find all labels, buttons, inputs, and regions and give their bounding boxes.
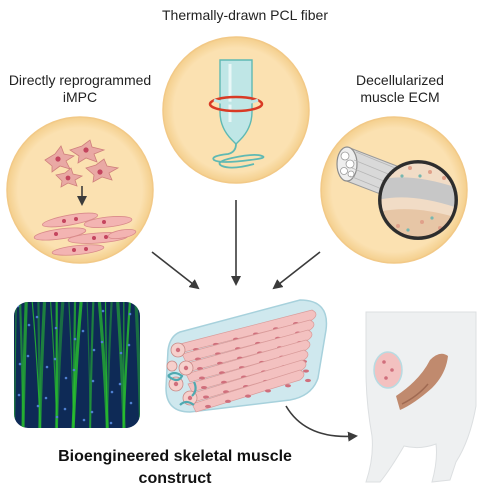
nucleus-dot <box>72 368 76 372</box>
construct-title-line1: Bioengineered skeletal muscle <box>58 448 292 465</box>
nucleus-dot <box>118 382 122 386</box>
ecm-circle <box>320 116 468 264</box>
fluorescence-streak <box>14 302 15 428</box>
pcl-fiber-circle <box>162 36 310 184</box>
fiber-nucleus <box>225 399 231 403</box>
fluorescence-streak <box>104 302 108 428</box>
converging-arrows <box>151 200 321 290</box>
nucleus-dot <box>27 323 31 327</box>
nucleus-dot <box>44 396 48 400</box>
construct-title: Bioengineered skeletal muscle construct <box>30 446 320 490</box>
nucleus-dot <box>55 415 59 419</box>
nucleus-dot <box>63 407 67 411</box>
nucleus-dot <box>17 393 21 397</box>
nucleus-dot <box>101 309 105 313</box>
nucleus-dot <box>53 357 57 361</box>
nucleus-dot <box>119 351 123 355</box>
fluorescence-streak <box>21 302 28 428</box>
nucleus-dot <box>92 348 96 352</box>
muscle-fiber <box>191 369 305 413</box>
arrow-to-implant <box>285 405 358 442</box>
fiber-nucleus <box>305 378 311 383</box>
fiber-nucleus <box>203 395 209 399</box>
impc-label-line1: Directly reprogrammed <box>8 72 152 88</box>
nucleus-dot <box>91 379 95 383</box>
nucleus-dot <box>35 315 39 319</box>
nucleus-dot <box>109 421 113 425</box>
impc-circle <box>6 116 154 264</box>
nucleus-dot <box>16 304 20 308</box>
nucleus-dot <box>100 340 104 344</box>
fiber-nucleus <box>265 389 271 393</box>
fiber-nucleus <box>205 404 211 409</box>
fluorescence-streak <box>134 302 140 428</box>
ecm-icon <box>378 160 458 240</box>
nucleus-dot <box>64 376 68 380</box>
impc-label-line2: iMPC <box>62 89 98 105</box>
implant-construct <box>373 351 403 389</box>
nucleus-dot <box>73 337 77 341</box>
nucleus-dot <box>26 354 30 358</box>
arrow-from-ecm <box>272 251 321 290</box>
nucleus-dot <box>127 343 131 347</box>
impc-label: Directly reprogrammed iMPC <box>0 72 160 106</box>
nucleus-dot <box>128 312 132 316</box>
nucleus-dot <box>45 365 49 369</box>
muscle-fiber <box>179 309 317 353</box>
fiber-nucleus <box>285 384 291 388</box>
fluorescence-streak <box>54 302 65 428</box>
muscle-fiber <box>185 339 311 383</box>
muscle-fiber <box>189 359 307 403</box>
fiber-icon <box>208 59 265 169</box>
ecm-label-line1: Decellularized <box>356 72 444 88</box>
fluorescence-streak <box>105 302 113 428</box>
fluorescence-streak <box>122 302 131 428</box>
nucleus-dot <box>129 401 133 405</box>
pcl-fiber-label: Thermally-drawn PCL fiber <box>162 7 328 23</box>
muscle-bundle-icon <box>165 299 328 413</box>
muscle-fiber <box>183 329 313 373</box>
fiber-nucleus <box>245 394 251 398</box>
fluorescence-streak <box>14 302 17 428</box>
animal-leg-icon <box>365 311 477 483</box>
fluorescence-streak <box>71 302 83 428</box>
arrow-from-impc <box>151 251 200 290</box>
ecm-label: Decellularized muscle ECM <box>330 72 470 106</box>
nucleus-dot <box>81 329 85 333</box>
construct-title-line2: construct <box>138 470 212 487</box>
fiber-nucleus <box>199 376 205 380</box>
fluorescence-image <box>14 302 140 428</box>
fiber-nucleus <box>303 369 309 373</box>
nucleus-dot <box>18 362 22 366</box>
nucleus-dot <box>54 326 58 330</box>
nucleus-dot <box>110 390 114 394</box>
fiber-nucleus <box>201 385 207 390</box>
ecm-label-line2: muscle ECM <box>360 89 440 105</box>
nucleus-dot <box>36 404 40 408</box>
fluorescence-streak <box>89 302 95 428</box>
nucleus-dot <box>90 410 94 414</box>
nucleus-dot <box>82 418 86 422</box>
fluorescence-streak <box>38 302 47 428</box>
muscle-fiber <box>181 319 315 363</box>
